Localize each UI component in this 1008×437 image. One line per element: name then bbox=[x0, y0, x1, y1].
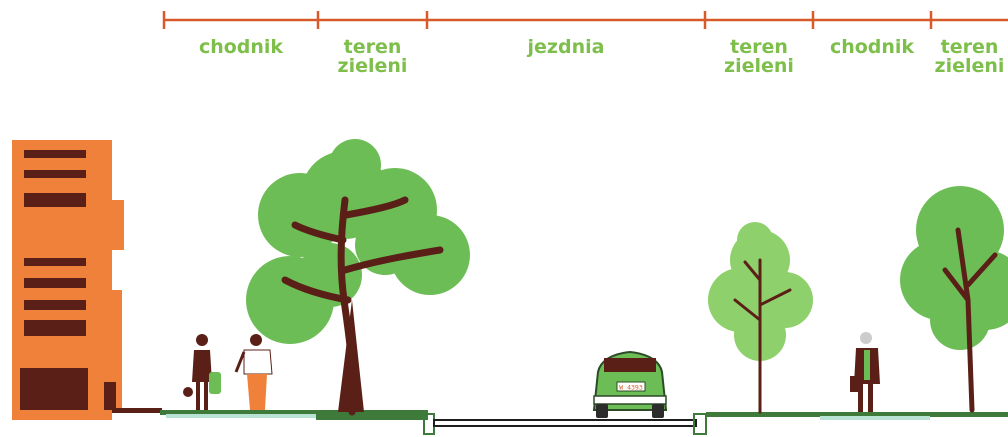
pedestrian-right bbox=[850, 332, 880, 412]
zone-label-chodnik-right: chodnik bbox=[813, 38, 931, 57]
middle-tree bbox=[708, 222, 813, 414]
street-ground bbox=[160, 410, 1008, 435]
zone-label-line2: zieleni bbox=[934, 55, 1005, 76]
right-sidewalk-edge bbox=[820, 416, 930, 420]
car-wheel-right bbox=[652, 404, 664, 418]
zone-label-line1: teren bbox=[730, 36, 788, 58]
right-ground-surface bbox=[706, 412, 1008, 417]
zone-label-line2: zieleni bbox=[724, 55, 794, 77]
zone-label-jezdnia: jezdnia bbox=[427, 38, 705, 57]
left-sidewalk-surface bbox=[160, 410, 428, 415]
dimension-line bbox=[162, 11, 1008, 29]
right-curb bbox=[693, 413, 707, 435]
right-tree bbox=[900, 186, 1008, 413]
car-wheel-left bbox=[596, 404, 608, 418]
roadway-surface bbox=[433, 419, 697, 427]
zone-label-zielen-mid: teren zieleni bbox=[705, 38, 813, 76]
right-tree-branches bbox=[942, 227, 998, 413]
left-green-strip bbox=[316, 414, 428, 420]
middle-tree-branches bbox=[733, 258, 792, 414]
pedestrian-man bbox=[234, 334, 273, 410]
car-bumper bbox=[593, 395, 667, 405]
car: W 4393 bbox=[592, 350, 668, 418]
building-balcony bbox=[112, 200, 124, 250]
shopping-bag bbox=[209, 372, 221, 394]
zone-label-line2: zieleni bbox=[337, 55, 408, 77]
large-tree-trunk bbox=[338, 300, 364, 412]
zone-label-line1: teren bbox=[940, 38, 999, 58]
zone-label-line1: chodnik bbox=[198, 36, 284, 58]
zone-label-line1: jezdnia bbox=[527, 36, 605, 58]
zone-label-zielen-right: teren zieleni bbox=[931, 38, 1008, 76]
large-tree bbox=[246, 139, 470, 416]
zone-label-line1: teren bbox=[343, 36, 402, 58]
left-sidewalk-edge bbox=[166, 414, 316, 418]
car-rear-window bbox=[604, 358, 656, 372]
zone-label-chodnik-left: chodnik bbox=[164, 38, 318, 57]
right-tree-canopy bbox=[900, 186, 1008, 350]
license-plate-text: W 4393 bbox=[619, 384, 643, 392]
pedestrian-woman bbox=[183, 334, 221, 410]
apartment-building bbox=[12, 140, 162, 420]
zone-label-line1: chodnik bbox=[829, 36, 915, 58]
handbag bbox=[183, 387, 193, 397]
building-annex bbox=[106, 290, 122, 410]
large-tree-canopy bbox=[246, 139, 470, 344]
license-plate bbox=[616, 381, 646, 392]
zone-label-zielen-left: teren zieleni bbox=[318, 38, 427, 76]
building-windows bbox=[20, 150, 162, 413]
